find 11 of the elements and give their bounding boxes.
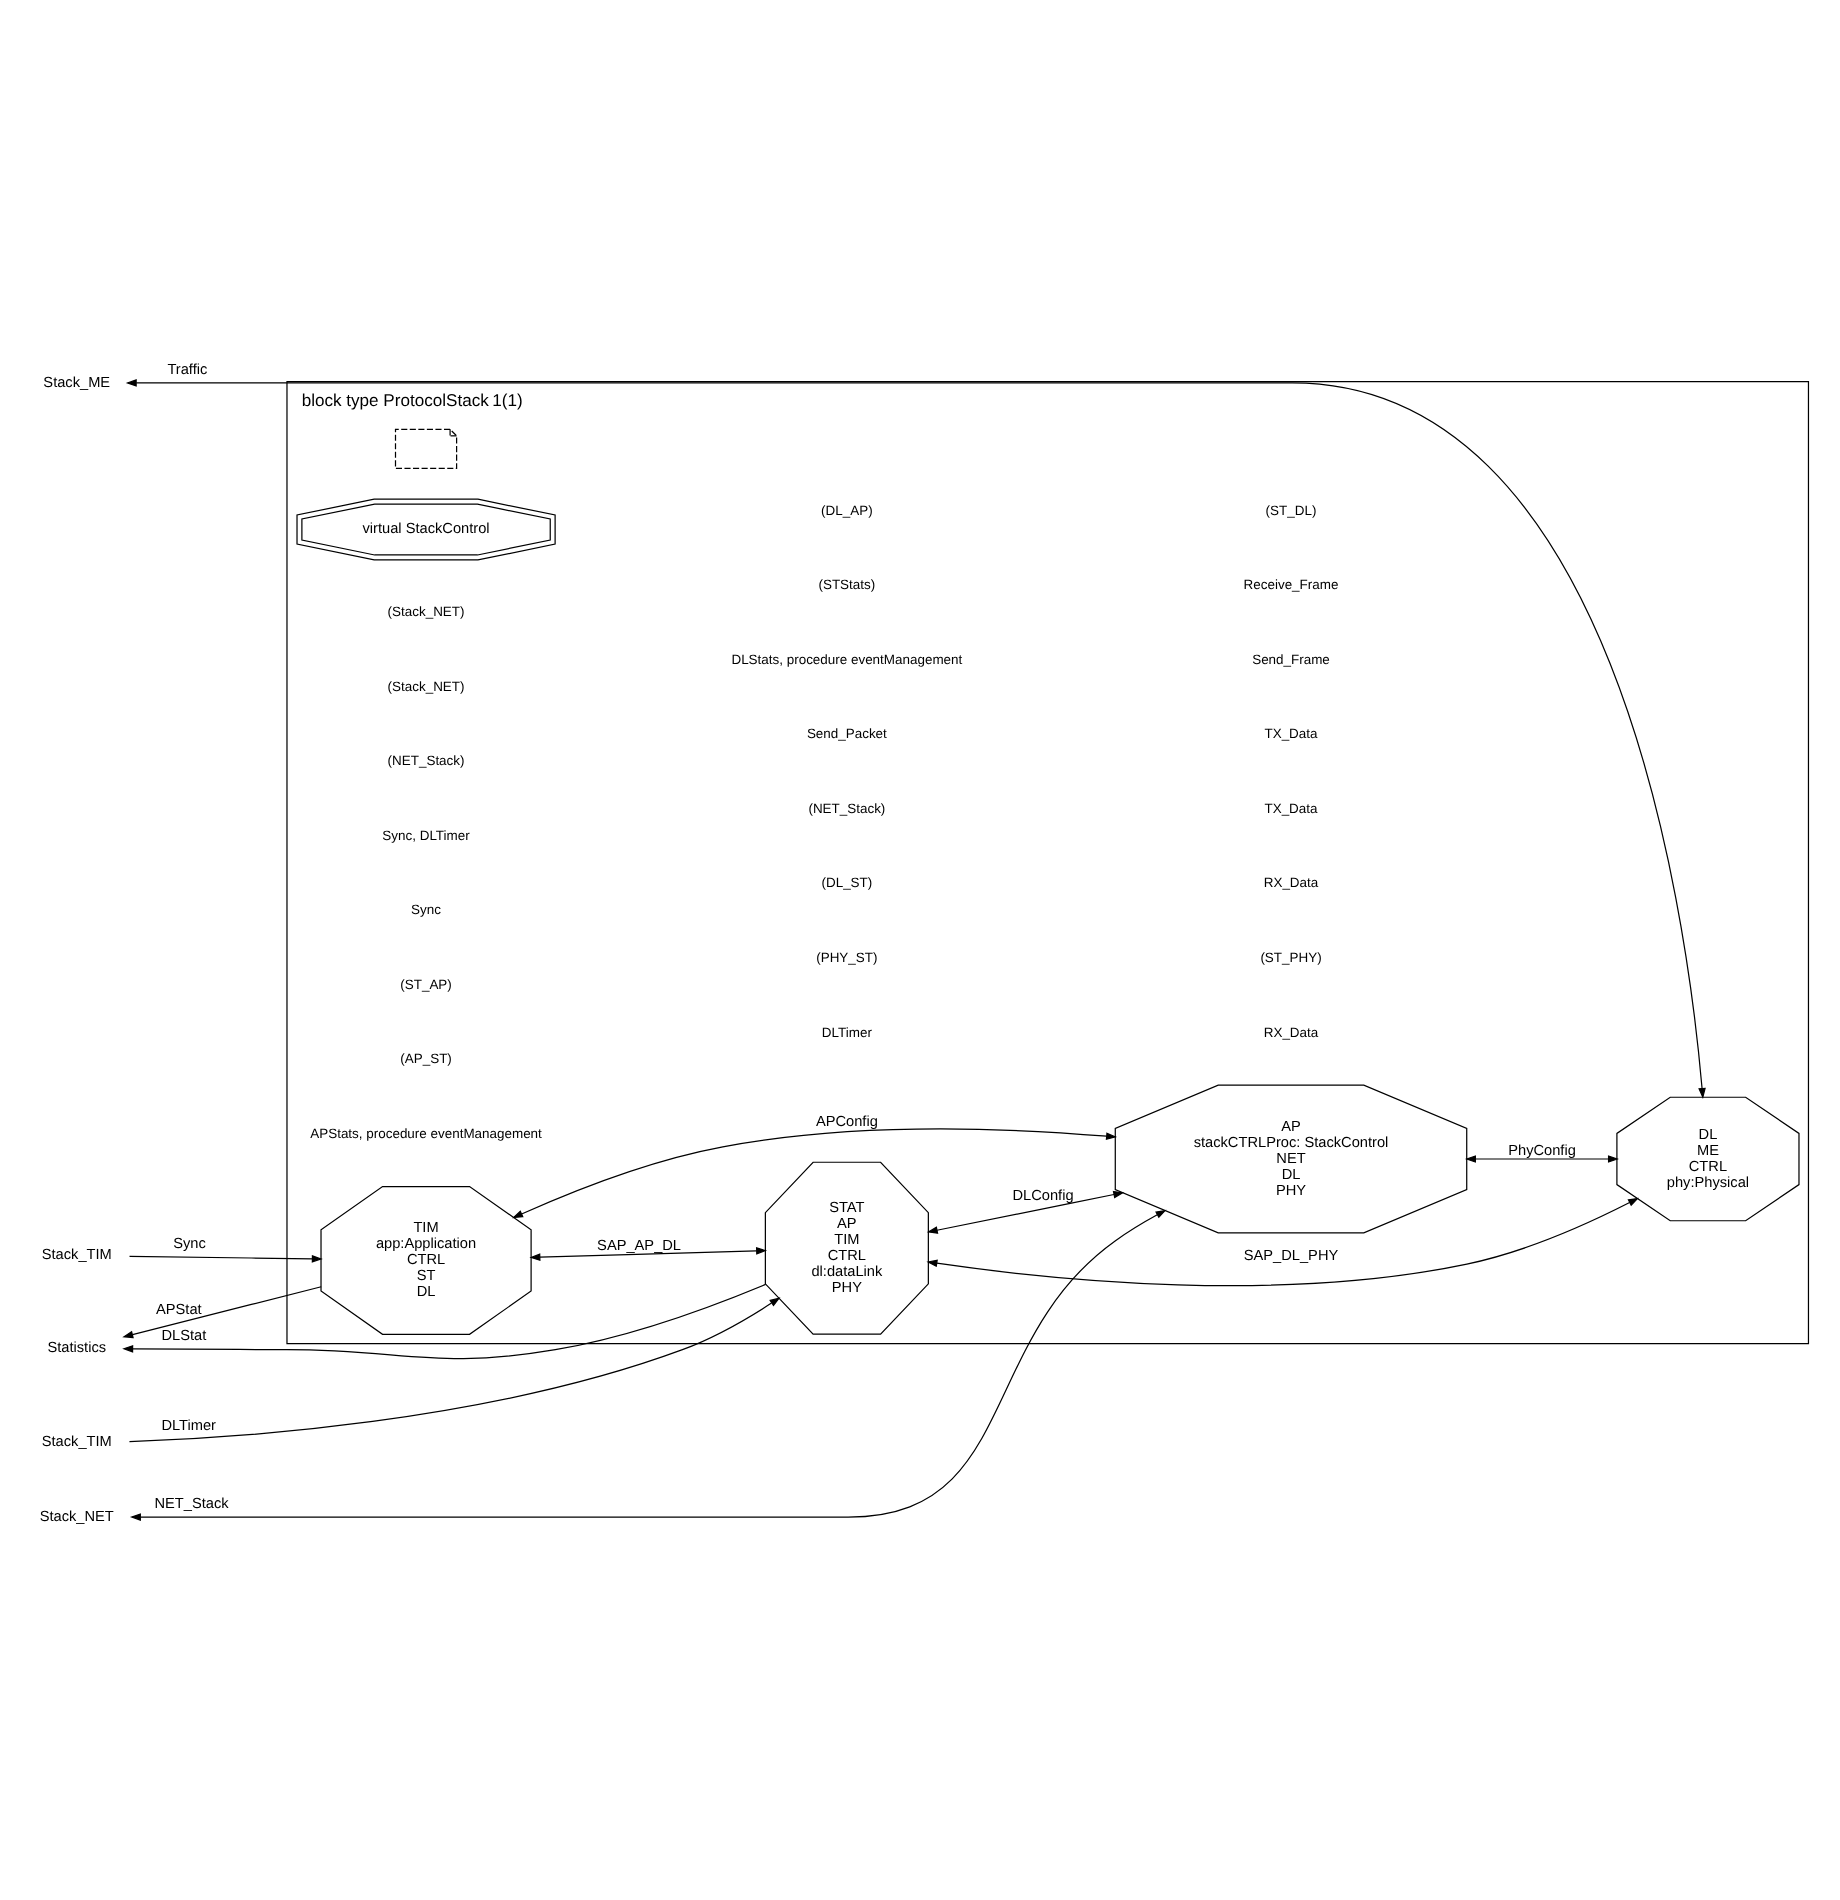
arrow	[128, 1297, 781, 1443]
arrow	[926, 1190, 1125, 1234]
arrow	[529, 1247, 768, 1261]
arrow	[512, 1128, 1118, 1219]
arrow	[1464, 1155, 1619, 1163]
arrow	[128, 1255, 323, 1263]
arrow	[125, 379, 1706, 1099]
arrow	[926, 1197, 1640, 1287]
arrow	[122, 1286, 322, 1339]
arrow	[122, 1283, 767, 1360]
arrow	[129, 1209, 1167, 1521]
